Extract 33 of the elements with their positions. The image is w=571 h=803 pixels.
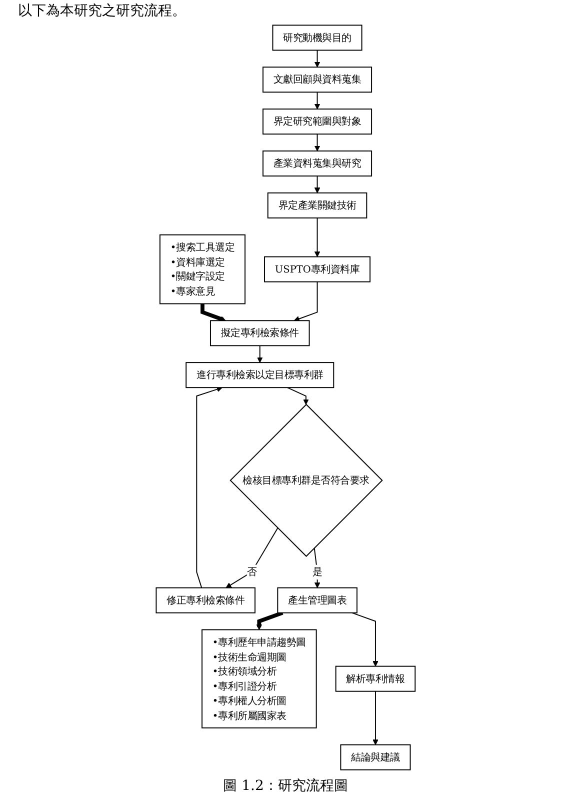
node-box: 解析專利情報 <box>335 666 416 692</box>
arrow <box>314 134 320 152</box>
arrow <box>256 345 263 363</box>
arrow <box>196 386 222 588</box>
edge-label: 否 <box>246 566 256 578</box>
arrow <box>314 176 320 194</box>
arrow <box>286 387 309 405</box>
node-box: 擬定專利檢索條件 <box>210 320 310 346</box>
node-box: USPTO專利資料庫 <box>264 256 370 282</box>
figure-caption: 圖 1.2：研究流程圖 <box>223 777 348 795</box>
arrow <box>314 92 320 110</box>
arrow <box>372 690 378 746</box>
node-box: 界定研究範圍與對象 <box>262 108 372 135</box>
arrow <box>226 528 278 588</box>
intro-text: 以下為本研究之研究流程。 <box>18 2 186 20</box>
node-box: 產業資料蒐集與研究 <box>262 150 372 176</box>
arrow <box>314 217 320 258</box>
arrow <box>294 281 318 322</box>
node-box: 文獻回顧與資料蒐集 <box>262 66 372 93</box>
node-box: 進行專利檢索以定目標專利群 <box>185 362 334 388</box>
node-box: 產生管理圖表 <box>277 587 358 614</box>
node-box: •專利歷年申請趨勢圖 •技術生命週期圖 •技術領域分析 •專利引證分析 •專利權人分析圖 •專利所屬國家表 <box>201 629 317 728</box>
arrow <box>256 610 284 630</box>
node-box: •搜索工具選定 •資料庫選定 •關鍵字設定 •專家意見 <box>159 234 246 304</box>
arrow <box>200 304 226 322</box>
arrow <box>351 612 378 667</box>
node-box: 結論與建議 <box>340 744 411 770</box>
node-box: 修正專利檢索條件 <box>156 587 256 614</box>
edge-label: 是 <box>312 566 322 578</box>
arrow <box>314 50 320 68</box>
node-diamond: 檢核目標專利群是否符合要求 <box>230 404 383 557</box>
node-box: 界定產業關鍵技術 <box>267 192 367 218</box>
node-box: 研究動機與目的 <box>272 24 362 51</box>
